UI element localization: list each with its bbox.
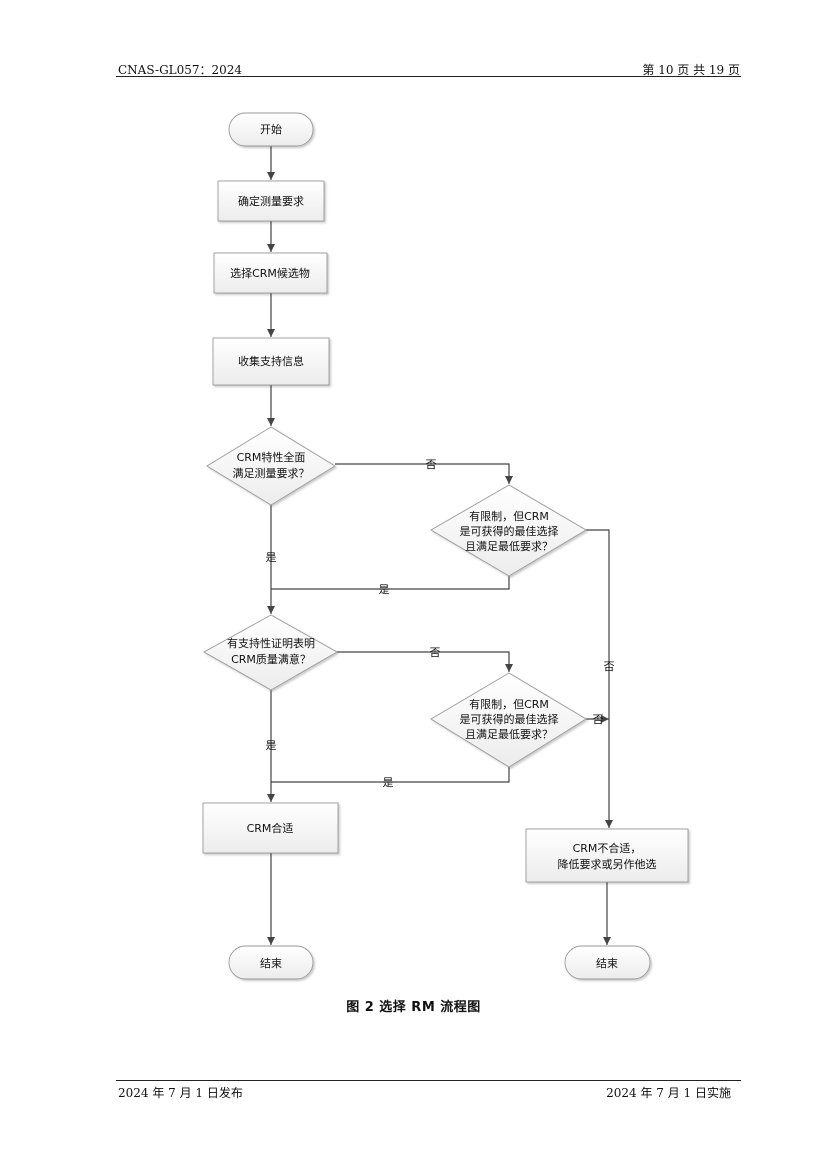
decision4-line1: 有限制，但CRM xyxy=(469,697,549,711)
start-label: 开始 xyxy=(260,122,282,136)
step-select-candidates xyxy=(213,252,328,294)
arrow-decision2-yes xyxy=(271,576,510,590)
step3-label: 收集支持信息 xyxy=(238,354,304,368)
edge-label-yes-4: 是 xyxy=(383,776,394,789)
unsuitable-line2: 降低要求或另作他选 xyxy=(558,857,657,871)
header-rule xyxy=(116,76,741,77)
arrow-decision1-no xyxy=(335,463,513,484)
decision2-line3: 且满足最低要求？ xyxy=(465,540,553,553)
result-crm-unsuitable xyxy=(525,828,689,883)
decision2-line1: 有限制，但CRM xyxy=(469,509,549,523)
arrow-decision2-no xyxy=(586,529,613,828)
result-crm-suitable xyxy=(202,802,339,854)
suitable-label: CRM合适 xyxy=(247,821,294,835)
end-terminal-right xyxy=(564,945,651,980)
decision4-line2: 是可获得的最佳选择 xyxy=(460,712,559,726)
decision1-line1: CRM特性全面 xyxy=(237,450,306,464)
step-determine-requirements xyxy=(217,180,325,222)
decision1-line2: 满足测量要求？ xyxy=(233,467,310,480)
edge-label-yes-2: 是 xyxy=(379,583,390,596)
connectors xyxy=(267,146,613,945)
arrow-decision4-yes xyxy=(271,767,510,783)
footer-effective-date: 2024 年 7 月 1 日实施 xyxy=(606,1086,731,1100)
decision-fully-meets xyxy=(206,426,336,506)
footer-rule xyxy=(116,1080,741,1081)
decision-best-available-2 xyxy=(430,672,587,768)
end-right-label: 结束 xyxy=(596,957,618,970)
header-doc-id: CNAS-GL057：2024 xyxy=(118,63,243,77)
unsuitable-line1: CRM不合适， xyxy=(573,841,642,855)
header-page-number: 第 10 页 共 19 页 xyxy=(642,63,740,77)
footer-published-date: 2024 年 7 月 1 日发布 xyxy=(118,1086,243,1100)
end-left-label: 结束 xyxy=(260,957,282,970)
step1-label: 确定测量要求 xyxy=(238,194,304,208)
decision3-line1: 有支持性证明表明 xyxy=(227,636,315,650)
step2-label: 选择CRM候选物 xyxy=(230,266,310,280)
edge-label-no-right: 否 xyxy=(604,660,615,673)
start-terminal xyxy=(228,112,314,147)
arrow-decision3-no xyxy=(335,651,513,672)
edge-label-yes-3: 是 xyxy=(266,739,277,752)
edge-label-no-3: 否 xyxy=(430,646,441,659)
decision-quality-evidence xyxy=(203,614,338,691)
figure-caption: 图 2 选择 RM 流程图 xyxy=(346,1000,481,1015)
edge-label-yes-1: 是 xyxy=(266,551,277,564)
decision-best-available-1 xyxy=(430,484,587,577)
decision2-line2: 是可获得的最佳选择 xyxy=(460,524,559,538)
edge-label-no-1: 否 xyxy=(426,458,437,471)
decision4-line3: 且满足最低要求？ xyxy=(465,728,553,741)
end-terminal-left xyxy=(228,945,314,980)
edge-label-no-4: 否 xyxy=(593,713,604,726)
decision3-line2: CRM质量满意？ xyxy=(231,652,311,666)
step-collect-info xyxy=(212,337,330,386)
